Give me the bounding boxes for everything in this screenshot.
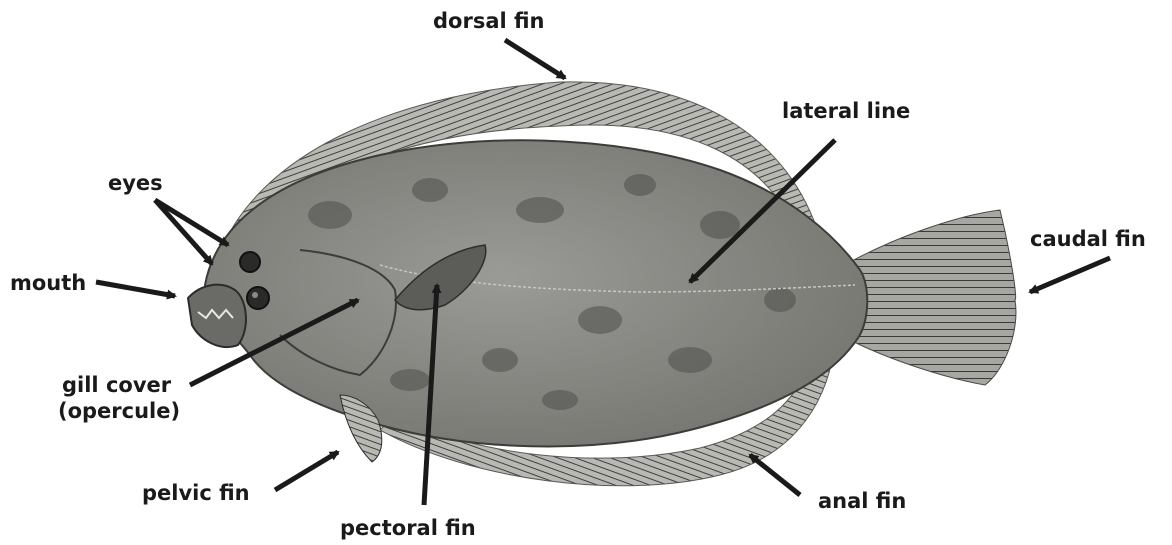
arrow-caudal-fin xyxy=(1030,258,1110,292)
eye-lower xyxy=(247,287,269,309)
label-mouth: mouth xyxy=(10,271,86,295)
label-dorsal-fin: dorsal fin xyxy=(433,9,545,33)
label-anal-fin: anal fin xyxy=(818,489,906,513)
label-eyes: eyes xyxy=(108,171,163,195)
fish-illustration xyxy=(188,82,1016,486)
label-pectoral-fin: pectoral fin xyxy=(340,516,476,540)
arrow-dorsal-fin xyxy=(505,40,565,78)
label-lateral-line: lateral line xyxy=(782,99,910,123)
arrow-mouth xyxy=(96,282,175,296)
label-pelvic-fin: pelvic fin xyxy=(142,481,250,505)
caudal-fin-shape xyxy=(850,210,1016,385)
label-gill-cover: gill cover xyxy=(62,373,172,397)
arrow-pelvic-fin xyxy=(275,452,338,490)
eye-highlight xyxy=(252,292,258,298)
eye-upper xyxy=(240,252,260,272)
label-opercule: (opercule) xyxy=(58,399,180,423)
label-caudal-fin: caudal fin xyxy=(1030,227,1146,251)
arrow-anal-fin xyxy=(750,455,800,495)
